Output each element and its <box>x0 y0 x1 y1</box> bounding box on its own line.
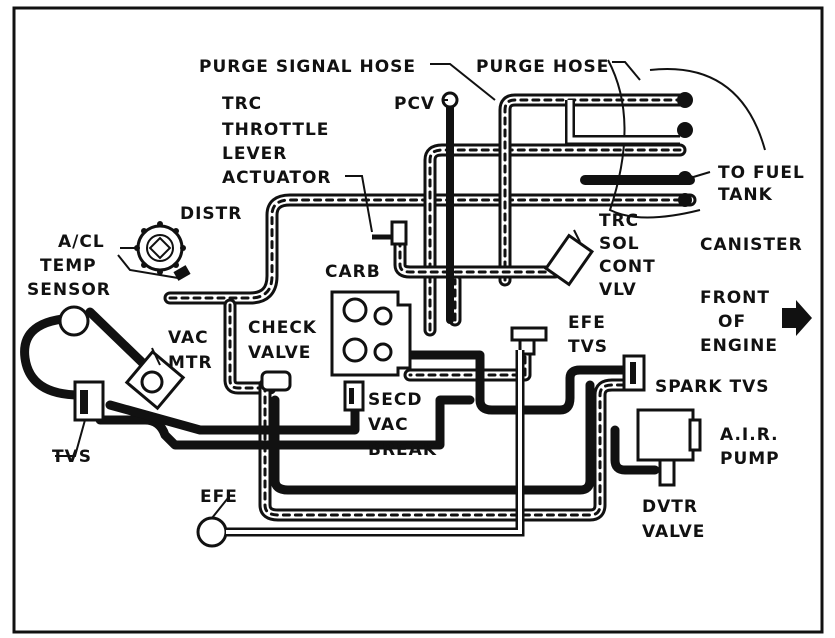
label-front-line-3: ENGINE <box>700 336 778 356</box>
secd-vac-break-valve <box>343 380 365 412</box>
label-air-line-1: A.I.R. <box>720 425 779 445</box>
label-purge-hose: PURGE HOSE <box>476 57 609 77</box>
check-valve-body <box>260 370 292 392</box>
label-air-line-2: PUMP <box>720 449 780 469</box>
label-efe: EFE <box>200 487 238 507</box>
trc-actuator <box>390 220 408 246</box>
label-to-fuel-line-1: TO FUEL <box>718 163 805 183</box>
tvs-valve <box>73 380 105 422</box>
label-distr: DISTR <box>180 204 242 224</box>
label-vac-line-2: MTR <box>168 353 213 373</box>
label-check-line-1: CHECK <box>248 318 317 338</box>
trc-solenoid-valve <box>543 233 595 287</box>
label-front-line-2: OF <box>718 312 746 332</box>
front-arrow-icon <box>782 300 812 336</box>
label-secd-line-3: BREAK <box>368 440 437 460</box>
label-trc-sol-line-3: CONT <box>599 257 656 277</box>
carburetor <box>330 290 412 377</box>
label-acl-line-2: TEMP <box>40 256 97 276</box>
label-trc-line-4: ACTUATOR <box>222 168 332 188</box>
label-trc-sol-line-2: SOL <box>599 234 640 254</box>
label-dvtr-line-1: DVTR <box>642 497 698 517</box>
canister-bracket <box>607 59 701 219</box>
label-trc-sol-line-4: VLV <box>599 280 637 300</box>
label-check-line-2: VALVE <box>248 343 311 363</box>
label-acl-line-1: A/CL <box>58 232 105 252</box>
label-trc-line-2: THROTTLE <box>222 120 329 140</box>
leader-lines <box>55 61 711 519</box>
label-front-line-1: FRONT <box>700 288 770 308</box>
label-vac-line-1: VAC <box>168 328 209 348</box>
label-purge-signal-hose: PURGE SIGNAL HOSE <box>199 57 416 77</box>
efe-unit <box>196 350 525 548</box>
label-efe-tvs-line-2: TVS <box>568 337 608 357</box>
vac-motor <box>124 349 186 411</box>
label-trc-line-1: TRC <box>222 94 262 114</box>
label-carb: CARB <box>325 262 381 282</box>
temp-sensor <box>58 305 90 337</box>
solid-hoses <box>20 96 695 495</box>
canister-outline <box>649 68 766 151</box>
distributor <box>134 221 191 281</box>
label-dvtr-line-2: VALVE <box>642 522 705 542</box>
label-secd-line-2: VAC <box>368 415 409 435</box>
label-trc-line-3: LEVER <box>222 144 287 164</box>
label-tvs: TVS <box>52 447 92 467</box>
label-acl-line-3: SENSOR <box>27 280 111 300</box>
label-efe-tvs-line-1: EFE <box>568 313 606 333</box>
label-pcv: PCV <box>394 94 435 114</box>
label-trc-sol-line-1: TRC <box>599 211 639 231</box>
label-spark-tvs: SPARK TVS <box>655 377 769 397</box>
label-canister: CANISTER <box>700 235 803 255</box>
efe-tvs-valve <box>510 326 548 356</box>
spark-tvs-valve <box>622 354 646 392</box>
label-secd-line-1: SECD <box>368 390 422 410</box>
canister-ports <box>565 92 693 207</box>
label-to-fuel-line-2: TANK <box>718 185 773 205</box>
air-pump-dvtr <box>636 408 702 487</box>
